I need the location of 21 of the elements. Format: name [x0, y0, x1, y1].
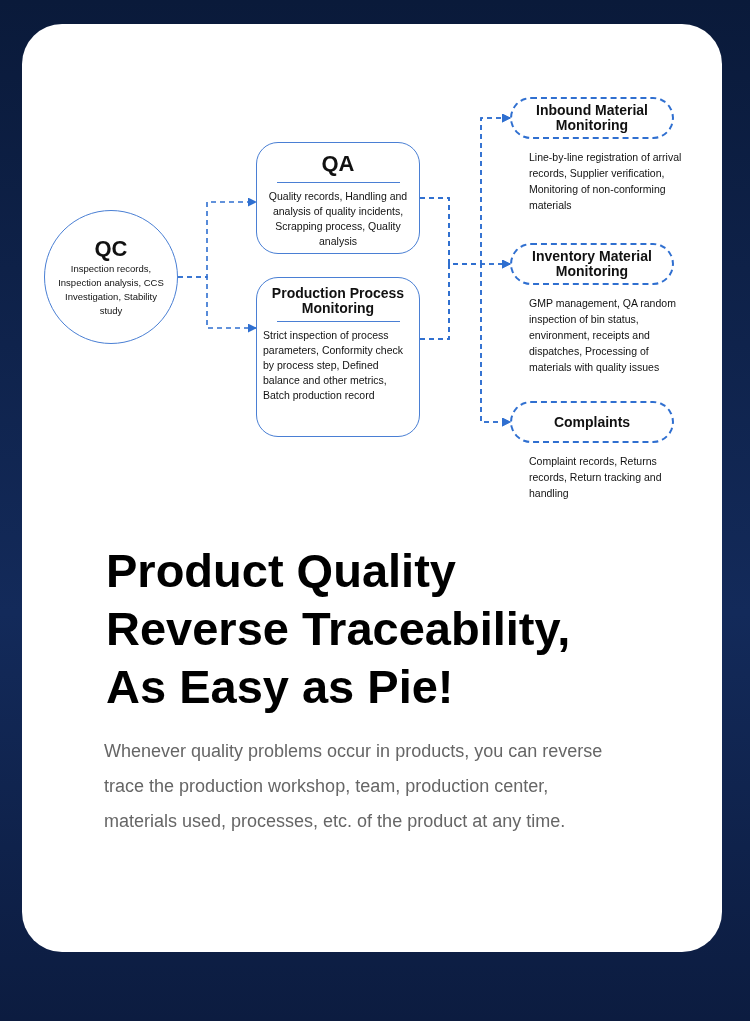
node-description: Strict inspection of process parameters, Conformity check by process step, Defined balance and other metrics, Batch production record — [263, 328, 405, 403]
description-paragraph: Whenever quality problems occur in products, you can reverse trace the production workshop, team, production center, materials used, processes, etc. of the product at any time. — [104, 740, 604, 833]
process-box — [256, 277, 420, 437]
node-description: Quality records, Handling and analysis of quality incidents, Scrapping process, Quality analysis — [267, 189, 409, 249]
dashed-arrow — [177, 276, 257, 333]
process-box — [256, 142, 420, 254]
dashed-process-box — [510, 401, 674, 443]
node-description: Inspection records, Inspection analysis, CCS Investigation, Stability study — [57, 262, 165, 318]
headline: Product Quality Reverse Traceability, As Easy as Pie! — [106, 543, 572, 715]
node-heading: Inbound Material Monitoring — [535, 103, 649, 133]
node-heading: QC — [94, 236, 128, 262]
node-heading: Production Process Monitoring — [270, 286, 406, 316]
dashed-process-box — [510, 243, 674, 285]
dashed-arrow — [419, 263, 511, 427]
node-heading: Inventory Material Monitoring — [531, 249, 653, 279]
node-heading: QA — [321, 151, 355, 177]
dashed-process-box — [510, 97, 674, 139]
node-description: Complaint records, Returns records, Return tracking and handling — [529, 454, 663, 501]
node-description: Line-by-line registration of arrival records, Supplier verification, Monitoring of non-conforming materials — [529, 150, 683, 213]
node-description: GMP management, QA random inspection of bin status, environment, receipts and dispatches, Processing of materials with quality issues — [529, 296, 677, 375]
node-heading: Complaints — [553, 414, 631, 430]
